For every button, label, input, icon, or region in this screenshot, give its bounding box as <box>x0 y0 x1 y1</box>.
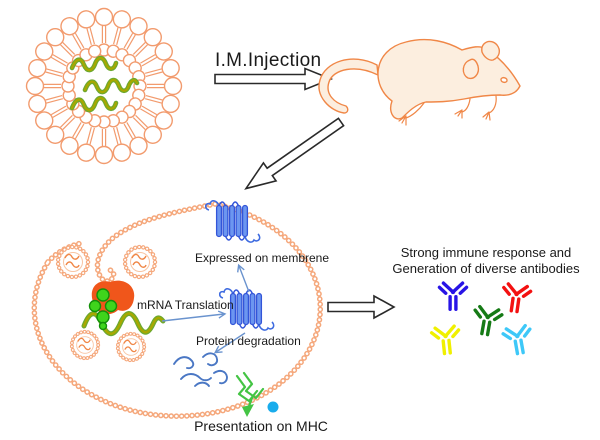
encapsulated-mrna-strands <box>69 55 140 113</box>
to-membrane-arrow-icon <box>237 263 250 293</box>
endosome-vesicle <box>125 247 155 277</box>
cell: Expressed on membrene mRNA Translation P… <box>31 199 329 434</box>
mouse-tail <box>318 58 379 114</box>
endosome-vesicle <box>58 247 88 277</box>
endosome-vesicle <box>115 331 147 363</box>
degradation-arrow-icon <box>213 332 246 354</box>
peptide-fragments <box>173 352 228 387</box>
mouse-ear-near <box>481 40 501 61</box>
antibody-icon <box>437 280 469 311</box>
antibody-cluster <box>428 280 537 358</box>
translation-arrow-icon <box>161 310 227 322</box>
lipid-nanoparticle <box>25 7 183 165</box>
mouse-figure <box>318 38 521 126</box>
antibody-icon <box>499 322 537 358</box>
antibody-icon <box>468 303 506 339</box>
ribosome <box>88 280 135 331</box>
mrna-translation-label: mRNA Translation <box>137 298 234 312</box>
immune-response-line2: Generation of diverse antibodies <box>392 261 580 276</box>
mouse-legs <box>398 95 497 126</box>
injection-label: I.M.Injection <box>215 50 321 71</box>
expressed-on-membrane-label: Expressed on membrene <box>195 251 329 265</box>
mouse-body <box>377 38 521 120</box>
immune-response-line1: Strong immune response and <box>401 245 572 260</box>
uptake-arrow-icon <box>244 117 345 190</box>
mouse-ear-far <box>462 58 480 80</box>
cytoplasmic-mrna <box>81 311 166 337</box>
membrane-protein-surface <box>204 199 261 243</box>
trna-icon <box>88 288 118 331</box>
antibody-icon <box>498 280 534 316</box>
injection-arrow-icon <box>214 67 334 91</box>
endosome-vesicle <box>69 329 101 361</box>
cell-membrane <box>31 201 324 419</box>
response-arrow-icon <box>327 294 396 320</box>
mhc-molecule <box>235 371 279 417</box>
presentation-on-mhc-label: Presentation on MHC <box>194 418 328 434</box>
epitope-peptide <box>267 401 279 413</box>
protein-degradation-label: Protein degradation <box>196 334 301 348</box>
mouse-eye <box>500 76 508 84</box>
antibody-icon <box>428 323 464 357</box>
